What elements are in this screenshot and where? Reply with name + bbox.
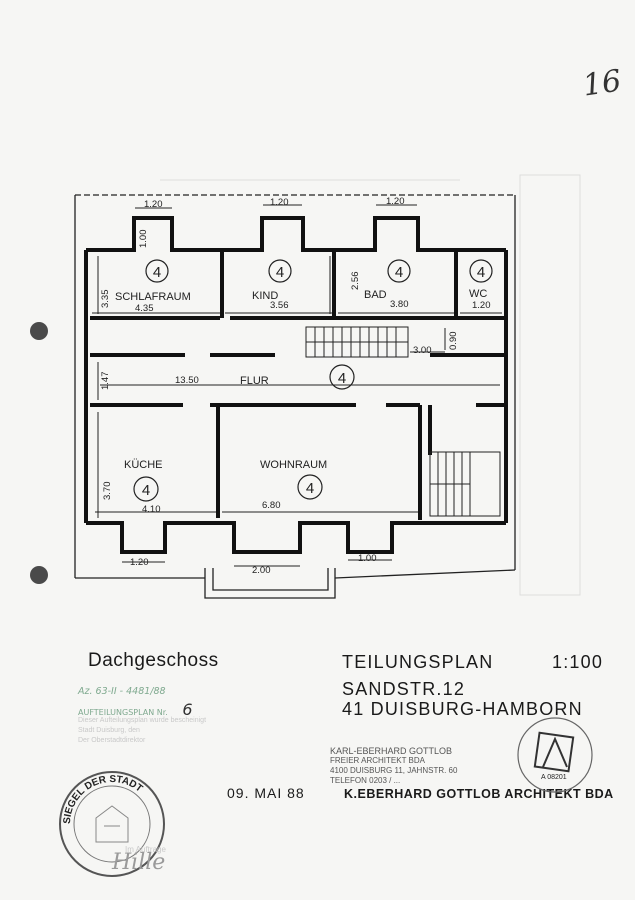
dim-label: 2.00 <box>252 565 271 576</box>
floor-label: Dachgeschoss <box>88 650 219 671</box>
title-block-street: SANDSTR.12 <box>342 679 466 699</box>
approval-line: Stadt Duisburg, den <box>78 727 140 734</box>
room-label-schlafraum: SCHLAFRAUM <box>115 291 191 303</box>
title-block-scale: 1:100 <box>552 652 604 672</box>
dim-label: 3.80 <box>390 299 409 310</box>
approval-az: Az. 63-II - 4481/88 <box>78 686 166 697</box>
approval-line: Der Oberstadtdirektor <box>78 737 146 744</box>
dim-label: 1.20 <box>386 196 405 207</box>
unit-number: 4 <box>338 370 346 387</box>
punch-hole <box>30 322 48 340</box>
room-label-kueche: KÜCHE <box>124 459 163 471</box>
title-block-title: TEILUNGSPLAN <box>342 652 494 672</box>
unit-circle <box>145 259 169 283</box>
chamber-number: A 08201 <box>541 774 567 781</box>
dim-label: 1.20 <box>144 199 163 210</box>
unit-number: 4 <box>142 482 150 499</box>
room-label-wc: WC <box>469 288 487 300</box>
dim-label: 6.80 <box>262 500 281 511</box>
architect-stamp-name: KARL-EBERHARD GOTTLOB <box>330 746 453 756</box>
unit-number: 4 <box>306 480 314 497</box>
unit-number: 4 <box>477 264 485 281</box>
unit-number: 4 <box>276 264 284 281</box>
floor-plan: 4 4 4 4 4 4 4 SCHLAFRAUM KIND BAD WC FLU… <box>74 174 581 599</box>
unit-circle <box>329 364 355 390</box>
dim-label: 1.00 <box>358 553 377 564</box>
dim-label: 1.47 <box>100 372 111 391</box>
unit-circle <box>469 259 493 283</box>
date-stamp: 09. MAI 88 <box>227 785 305 801</box>
architect-stamp: KARL-EBERHARD GOTTLOB FREIER ARCHITEKT B… <box>330 746 457 786</box>
architect-stamp-phone: TELEFON 0203 / ... <box>330 776 401 785</box>
dim-label: 4.10 <box>142 504 161 515</box>
room-label-wohnraum: WOHNRAUM <box>260 459 327 471</box>
dim-label: 3.56 <box>270 300 289 311</box>
approval-plan-no-label: AUFTEILUNGSPLAN Nr. <box>78 708 168 717</box>
approval-line: Im Auftrage <box>125 845 166 854</box>
unit-number: 4 <box>153 264 161 281</box>
dim-label: 2.56 <box>350 272 361 291</box>
dim-label: 13.50 <box>175 375 199 386</box>
dim-label: 3.00 <box>413 345 432 356</box>
signature: Hille <box>112 850 166 875</box>
dim-label: 1.20 <box>130 557 149 568</box>
dim-label: 1.00 <box>138 230 149 249</box>
dim-label: 3.70 <box>102 482 113 501</box>
approval-line: Dieser Aufteilungsplan wurde bescheinigt <box>78 717 207 724</box>
title-block-city: 41 DUISBURG-HAMBORN <box>342 699 583 719</box>
unit-circle <box>387 259 411 283</box>
architect-stamp-title: FREIER ARCHITEKT BDA <box>330 756 425 765</box>
room-label-kind: KIND <box>252 290 278 302</box>
approval-plan-no: 6 <box>182 700 193 719</box>
approval-text: Dieser Aufteilungsplan wurde bescheinigt… <box>78 716 293 746</box>
unit-circle <box>268 259 292 283</box>
city-seal: SIEGEL DER STADT <box>59 771 165 877</box>
room-label-flur: FLUR <box>240 375 269 387</box>
dim-label: 1.20 <box>270 197 289 208</box>
room-label-bad: BAD <box>364 289 387 301</box>
dim-label: 1.20 <box>472 300 491 311</box>
unit-circle <box>133 476 159 502</box>
unit-number: 4 <box>395 264 403 281</box>
dim-label: 0.90 <box>448 332 459 351</box>
punch-hole <box>30 566 48 584</box>
unit-circle <box>297 474 323 500</box>
dim-label: 3.35 <box>100 290 111 309</box>
approval-plan-label: AUFTEILUNGSPLAN Nr. 6 <box>78 700 193 719</box>
chamber-seal: A 08201 <box>517 717 593 793</box>
dim-label: 4.35 <box>135 303 154 314</box>
architect-stamp-address: 4100 DUISBURG 11, JAHNSTR. 60 <box>330 766 458 775</box>
